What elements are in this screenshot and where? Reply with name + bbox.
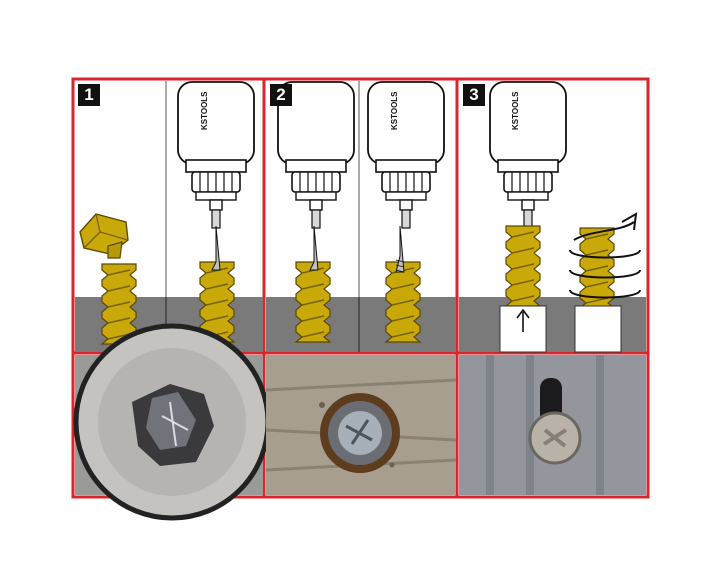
outer-frame (71, 77, 650, 499)
rotation-arrow-icon (569, 212, 641, 299)
drill-icon (367, 81, 445, 229)
step-number: 1 (78, 84, 100, 106)
brand-label: KSTOOLS (390, 91, 399, 130)
screw-stub (101, 263, 137, 345)
screw-stub (385, 261, 421, 343)
drill-icon (489, 81, 567, 229)
brand-label: KSTOOLS (511, 91, 520, 130)
screw-stub (295, 261, 331, 343)
photo-damaged-screw (73, 323, 271, 521)
step-number: 3 (463, 84, 485, 106)
step-number: 2 (270, 84, 292, 106)
ground-block (266, 297, 456, 352)
drill-icon (177, 81, 255, 229)
broken-screw-head (79, 213, 129, 259)
brand-label: KSTOOLS (200, 91, 209, 130)
photo-screw-in-wood (265, 355, 457, 495)
photo-extracted-screw (459, 355, 646, 495)
arrow-up-icon (516, 308, 530, 332)
extracted-screw (505, 225, 541, 307)
